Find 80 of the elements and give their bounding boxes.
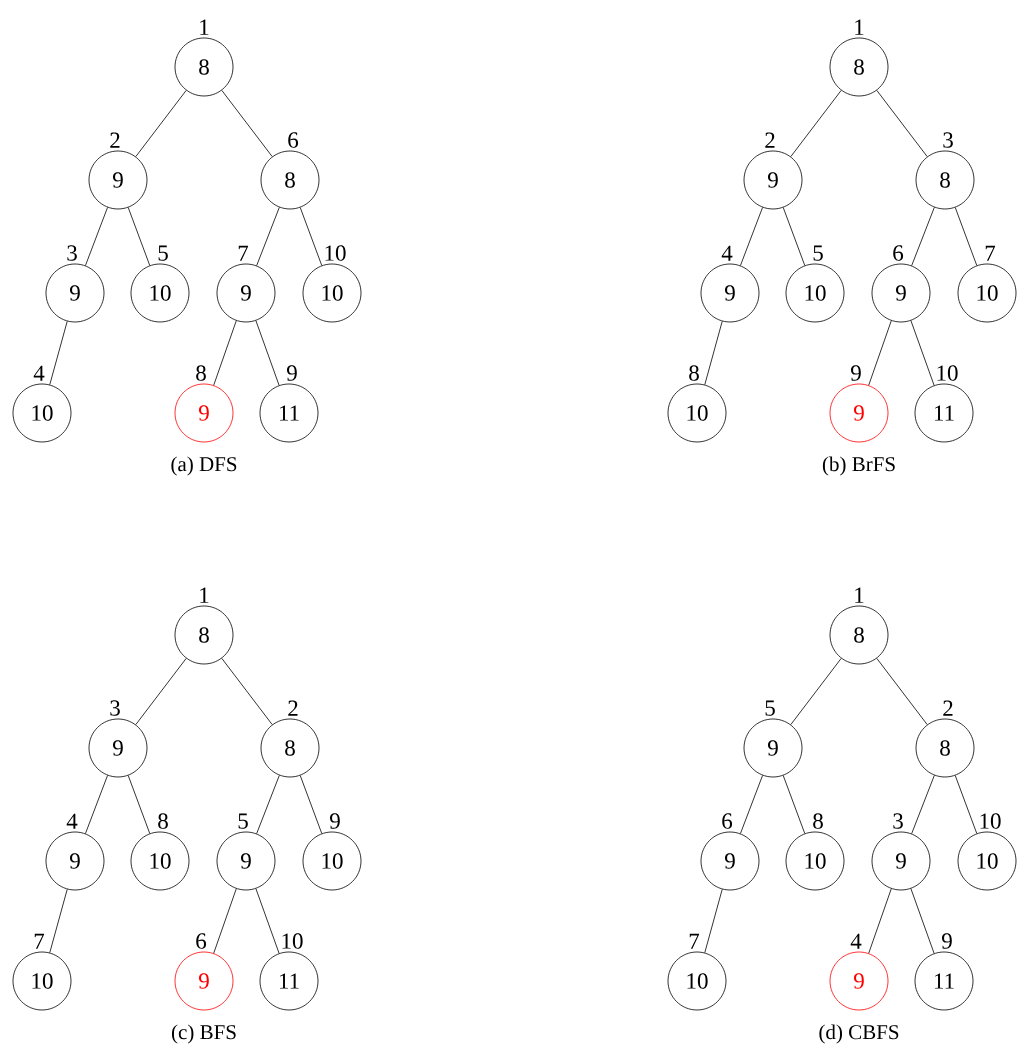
- tree-edge: [221, 89, 273, 157]
- visit-order-number: 1: [200, 587, 209, 603]
- tree-edge: [256, 775, 280, 834]
- tree-edge: [213, 320, 237, 386]
- visit-order-number: 3: [110, 700, 120, 716]
- visit-order-number: 4: [721, 245, 733, 261]
- tree-edge: [876, 658, 928, 725]
- visit-order-number: 5: [765, 700, 775, 716]
- tree-edge: [127, 775, 151, 834]
- tree-edge: [49, 888, 68, 954]
- tree-edge: [910, 320, 935, 386]
- visit-order-number: 3: [893, 813, 903, 829]
- visit-order-number: 10: [937, 365, 958, 381]
- visit-order-number: 5: [813, 245, 823, 261]
- visit-order-number: 5: [238, 813, 248, 829]
- subfigure-caption: (b) BrFS: [822, 456, 895, 476]
- visit-order-number: 2: [765, 132, 775, 148]
- visit-order-number: 6: [722, 813, 733, 829]
- visit-order-number: 2: [288, 700, 298, 716]
- visit-order-number: 8: [813, 813, 823, 829]
- visit-order-number: 3: [943, 132, 953, 148]
- visit-order-number: 4: [66, 813, 78, 829]
- visit-order-number: 2: [110, 132, 120, 148]
- tree-edge: [255, 320, 280, 386]
- tree-edge: [910, 888, 935, 954]
- tree-edge: [911, 207, 935, 266]
- tree-edge: [954, 775, 978, 834]
- tree-edge: [782, 775, 806, 834]
- visit-order-number: 6: [196, 933, 207, 949]
- tree-edge: [790, 658, 842, 725]
- visit-order-number: 1: [855, 587, 864, 603]
- visit-order-number: 5: [158, 245, 168, 261]
- tree-edge: [782, 207, 806, 266]
- visit-order-number: 7: [689, 933, 700, 949]
- tree-edge: [221, 658, 273, 725]
- visit-order-number: 8: [689, 365, 699, 381]
- tree-edge: [868, 320, 892, 386]
- visit-order-number: 1: [855, 19, 864, 35]
- visit-order-number: 10: [282, 933, 303, 949]
- tree-edge: [868, 888, 892, 954]
- subfigure-caption: (c) BFS: [171, 1024, 236, 1044]
- tree-edge: [85, 775, 108, 834]
- tree-edge: [704, 888, 723, 954]
- tree-edge: [135, 658, 187, 725]
- visit-order-number: 6: [288, 132, 299, 148]
- tree-edge: [790, 89, 842, 157]
- tree-edge: [911, 775, 935, 834]
- tree-edge: [299, 775, 323, 834]
- tree-edge: [255, 888, 280, 954]
- visit-order-number: 7: [34, 933, 45, 949]
- visit-order-number: 4: [33, 365, 45, 381]
- tree-edge: [135, 89, 187, 157]
- subfigure-caption: (a) DFS: [171, 456, 237, 476]
- tree-edge: [299, 207, 323, 266]
- visit-order-number: 8: [196, 365, 206, 381]
- visit-order-number: 9: [330, 813, 340, 829]
- visit-order-number: 4: [850, 933, 862, 949]
- visit-order-number: 10: [325, 245, 346, 261]
- tree-edge: [954, 207, 978, 266]
- tree-edge: [740, 207, 763, 266]
- tree-edge: [256, 207, 280, 266]
- subfigure-caption: (d) CBFS: [819, 1024, 899, 1044]
- tree-edge: [876, 89, 928, 157]
- visit-order-number: 1: [200, 19, 209, 35]
- visit-order-number: 8: [158, 813, 168, 829]
- tree-edge: [740, 775, 763, 834]
- visit-order-number: 9: [287, 365, 297, 381]
- visit-order-number: 7: [238, 245, 249, 261]
- visit-order-number: 6: [893, 245, 904, 261]
- tree-edge: [213, 888, 237, 954]
- visit-order-number: 9: [942, 933, 952, 949]
- tree-edge: [49, 320, 68, 386]
- visit-order-number: 3: [67, 245, 77, 261]
- tree-edge: [127, 207, 151, 266]
- visit-order-number: 2: [943, 700, 953, 716]
- tree-edge: [85, 207, 108, 266]
- tree-edge: [704, 320, 723, 386]
- visit-order-number: 7: [985, 245, 996, 261]
- visit-order-number: 9: [851, 365, 861, 381]
- visit-order-number: 10: [980, 813, 1001, 829]
